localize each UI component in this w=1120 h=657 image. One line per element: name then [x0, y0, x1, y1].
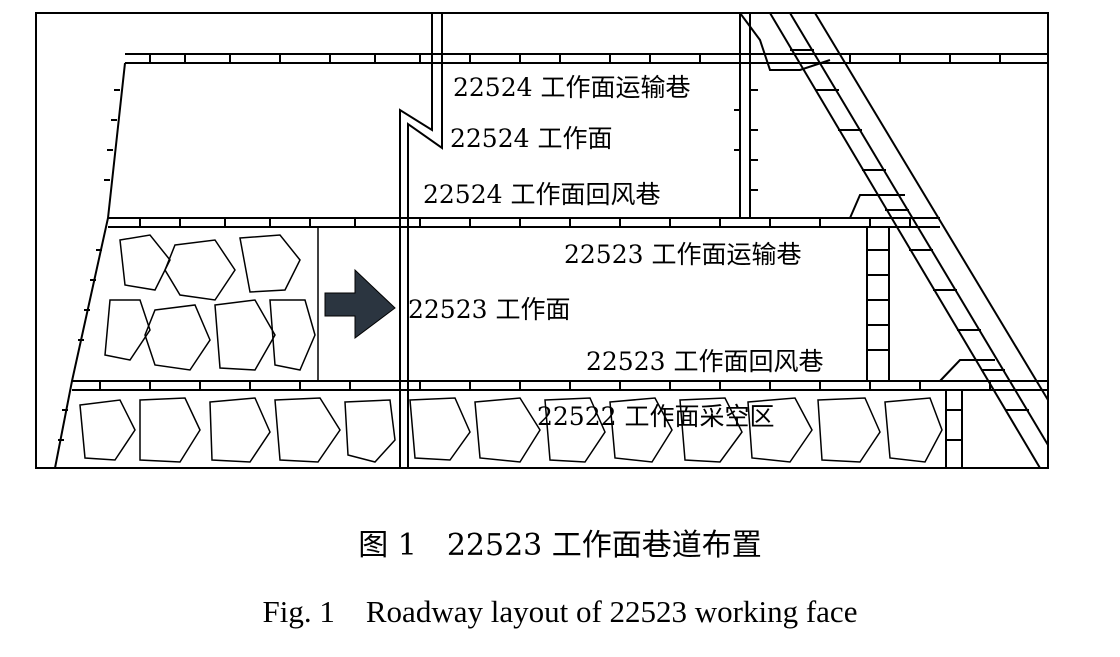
label-22524-face: 22524 工作面 — [450, 124, 612, 153]
roadway-bottom — [72, 380, 1048, 391]
label-22524-transport: 22524 工作面运输巷 — [453, 73, 690, 102]
advance-arrow-icon — [324, 268, 396, 339]
label-22523-face: 22523 工作面 — [408, 295, 570, 324]
diagram-frame — [35, 12, 1049, 469]
working-face-line — [399, 13, 443, 468]
roadway-vertical-upper — [734, 13, 758, 218]
label-22523-transport: 22523 工作面运输巷 — [564, 240, 801, 269]
figure-caption-chinese: 图 1 22523 工作面巷道布置 — [358, 528, 762, 563]
label-22522-goaf: 22522 工作面采空区 — [537, 402, 774, 431]
goaf-texture — [79, 227, 943, 463]
roadway-left-boundary — [54, 62, 126, 469]
roadway-middle — [108, 217, 940, 228]
label-22524-return: 22524 工作面回风巷 — [423, 180, 660, 209]
roadway-vertical-lower — [866, 227, 963, 468]
roadway-layout-diagram: 22524 工作面运输巷 22524 工作面 22524 工作面回风巷 2252… — [35, 12, 1049, 469]
roadway-top — [125, 53, 1048, 64]
figure-caption-english: Fig. 1 Roadway layout of 22523 working f… — [262, 594, 858, 629]
label-22523-return: 22523 工作面回风巷 — [586, 347, 823, 376]
inclined-main-roadway — [739, 12, 1049, 469]
